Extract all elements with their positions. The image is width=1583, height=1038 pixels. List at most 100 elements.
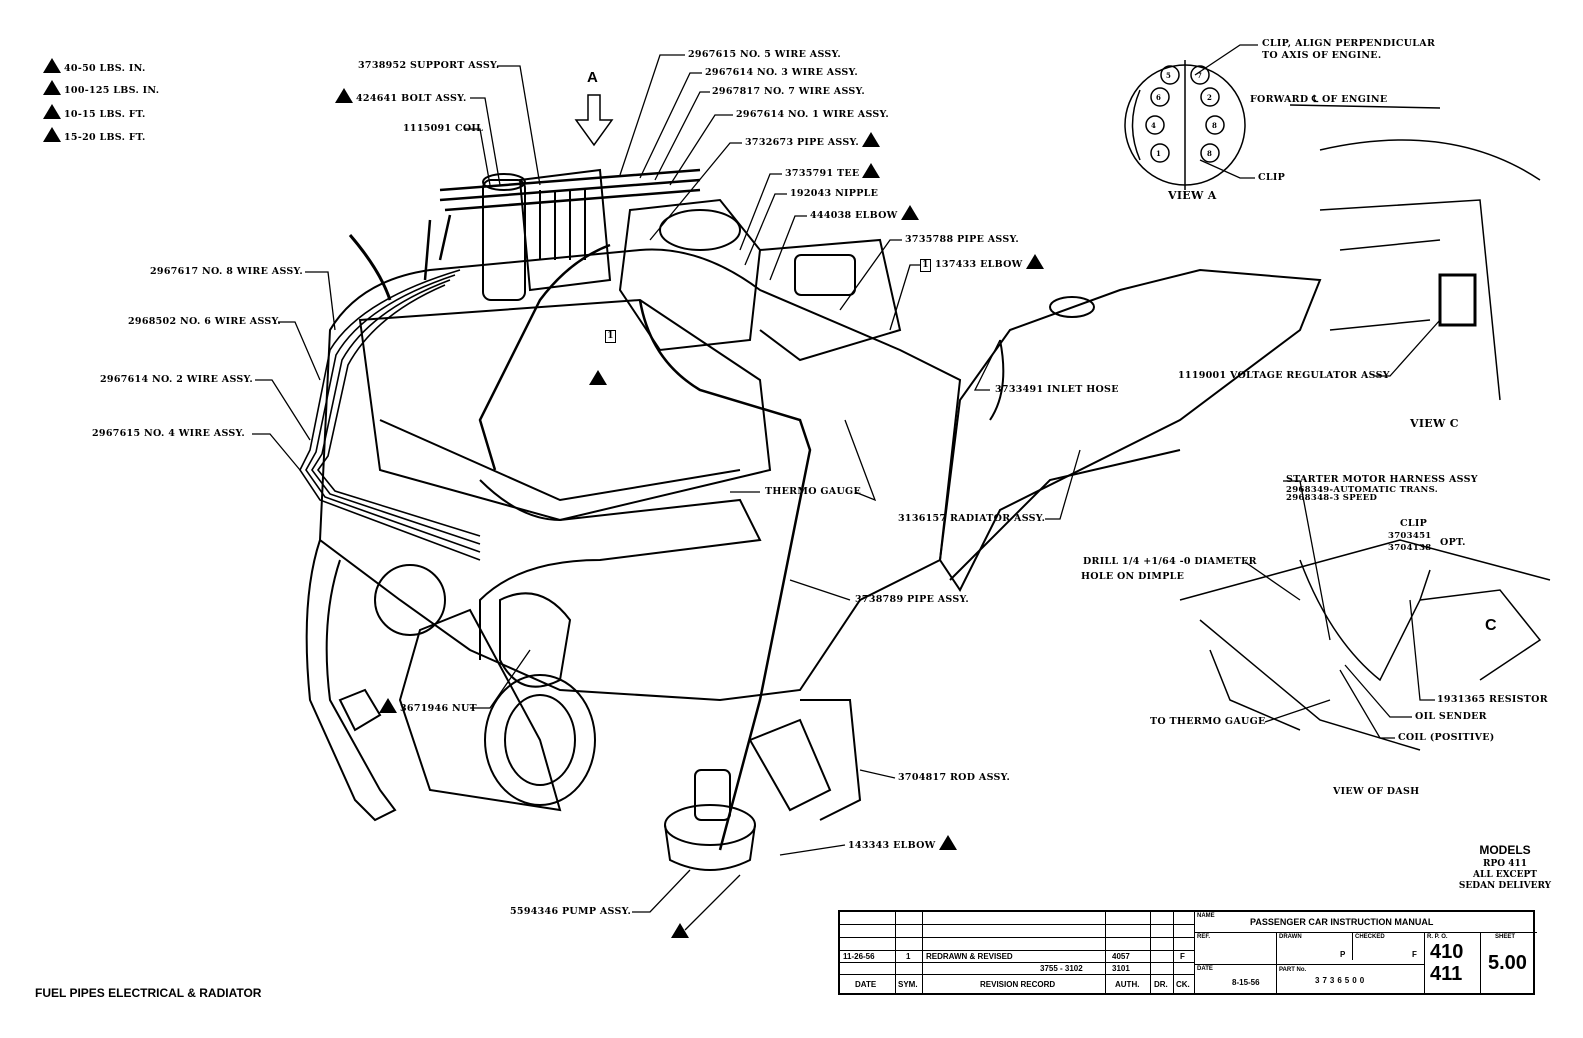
leader-lines: [252, 44, 1441, 931]
torque-warning-icon: [379, 698, 397, 713]
callout-text: 3732673 PIPE ASSY.: [745, 137, 860, 148]
rev-auth: 4057: [1112, 952, 1130, 961]
callout-wire8: 2967617 NO. 8 WIRE ASSY.: [150, 266, 304, 277]
drill-note: HOLE ON DIMPLE: [1081, 571, 1185, 582]
drill-note: DRILL 1/4 +1/64 -0 DIAMETER: [1083, 556, 1257, 567]
torque-marker: [668, 923, 692, 939]
name-label: NAME: [1197, 913, 1215, 919]
rpo-410: 410: [1430, 941, 1464, 963]
cylinder-number: 1: [1156, 149, 1162, 158]
callout-elbow3: 143343 ELBOW: [848, 835, 960, 851]
view-c-detail: [1319, 139, 1541, 401]
torque-warning-icon: [1025, 254, 1044, 269]
view-a-marker: A: [587, 69, 599, 86]
rev-sym: 1: [906, 952, 911, 961]
callout-pump: 5594346 PUMP ASSY.: [510, 906, 632, 917]
sheet-label: SHEET: [1495, 934, 1516, 940]
callout-elbow2: 1 137433 ELBOW: [920, 254, 1047, 272]
callout-wire5: 2967615 NO. 5 WIRE ASSY.: [688, 49, 842, 60]
drawn-label: DRAWN: [1279, 934, 1302, 940]
hdr-auth: AUTH.: [1115, 980, 1140, 989]
cylinder-number: 7: [1197, 71, 1203, 80]
callout-text: 137433 ELBOW: [935, 259, 1023, 270]
rev-ck: F: [1180, 952, 1185, 961]
cylinder-number: 2: [1207, 93, 1213, 102]
fuel-pipe: [478, 243, 812, 851]
checked-value: F: [1412, 950, 1417, 959]
callout-radiator: 3136157 RADIATOR ASSY.: [898, 513, 1046, 524]
part-label: PART No.: [1279, 967, 1307, 973]
callout-rod: 3704817 ROD ASSY.: [898, 772, 1011, 783]
dash-clip: CLIP: [1400, 518, 1428, 529]
torque-warning-icon: [43, 127, 61, 142]
checked-label: CHECKED: [1355, 934, 1385, 940]
torque-legend-item: 100-125 LBS. IN.: [40, 80, 159, 96]
callout-tee: 3735791 TEE: [785, 163, 883, 179]
torque-warning-icon: [43, 104, 61, 119]
torque-warning-icon: [862, 163, 881, 178]
view-c-regulator: 1119001 VOLTAGE REGULATOR ASSY: [1178, 370, 1390, 381]
opt-part: 3703451: [1388, 531, 1432, 541]
sheet-number: 5.00: [1488, 952, 1527, 974]
dash-resistor: 1931365 RESISTOR: [1437, 694, 1548, 705]
radiator: [938, 268, 1322, 592]
hdr-sym: SYM.: [898, 980, 918, 989]
callout-coil: 1115091 COIL: [403, 123, 484, 134]
date-label: DATE: [1197, 966, 1213, 972]
callout-bolt: 424641 BOLT ASSY.: [332, 88, 467, 104]
opt-part: 3704138: [1388, 543, 1432, 553]
torque-warning-icon: [335, 88, 353, 103]
view-a-forward: FORWARD ℄ OF ENGINE: [1250, 94, 1388, 105]
callout-wire3: 2967614 NO. 3 WIRE ASSY.: [705, 67, 859, 78]
models-block: MODELS RPO 411 ALL EXCEPT SEDAN DELIVERY: [1440, 843, 1570, 892]
hdr-ck: CK.: [1176, 980, 1190, 989]
engine-block: [305, 248, 962, 822]
cylinder-number: 6: [1156, 93, 1162, 102]
callout-nut: 3671946 NUT: [376, 698, 477, 714]
models-line: ALL EXCEPT: [1473, 870, 1537, 880]
callout-text: 444038 ELBOW: [810, 210, 898, 221]
view-a-clip: CLIP: [1258, 172, 1286, 183]
torque-warning-icon: [862, 132, 881, 147]
torque-value: 15-20 LBS. FT.: [64, 132, 146, 143]
dash-oil-sender: OIL SENDER: [1415, 711, 1487, 722]
hdr-date: DATE: [855, 980, 877, 989]
cylinder-number: 4: [1151, 121, 1157, 130]
torque-marker: [586, 370, 610, 386]
callout-support: 3738952 SUPPORT ASSY.: [358, 60, 500, 71]
callout-wire6: 2968502 NO. 6 WIRE ASSY.: [128, 316, 282, 327]
cylinder-number: 8: [1207, 149, 1213, 158]
drawing-date: 8-15-56: [1232, 978, 1260, 987]
box-symbol: 1: [920, 259, 931, 272]
torque-legend-item: 10-15 LBS. FT.: [40, 104, 146, 120]
hdr-dr: DR.: [1154, 980, 1168, 989]
title-block: 11-26-56 1 REDRAWN & REVISED 4057 F 3755…: [838, 910, 1537, 995]
callout-text: 3671946 NUT: [400, 703, 477, 714]
spark-wire-bundle: [299, 234, 481, 561]
ref-label: REF.: [1197, 934, 1211, 940]
callout-pipe1: 3732673 PIPE ASSY.: [745, 132, 883, 148]
view-a-clip-note: CLIP, ALIGN PERPENDICULAR: [1262, 38, 1436, 49]
drawn-value: P: [1340, 950, 1346, 959]
part-number: 3736500: [1315, 976, 1368, 985]
models-title: MODELS: [1479, 843, 1531, 857]
callout-wire7: 2967817 NO. 7 WIRE ASSY.: [712, 86, 866, 97]
callout-text: 143343 ELBOW: [848, 840, 936, 851]
opt-label: OPT.: [1440, 537, 1466, 548]
callout-elbow1: 444038 ELBOW: [810, 205, 922, 221]
cylinder-number: 8: [1212, 121, 1218, 130]
torque-warning-icon: [589, 370, 607, 385]
box-symbol: 1: [605, 330, 616, 343]
view-a-arrow: [574, 94, 614, 147]
carburetors: [618, 198, 902, 362]
torque-warning-icon: [900, 205, 919, 220]
box-marker: 1: [605, 330, 620, 343]
distributor-coil: [423, 168, 701, 301]
callout-pipe2: 3735788 PIPE ASSY.: [905, 234, 1020, 245]
torque-value: 10-15 LBS. FT.: [64, 109, 146, 120]
view-c-title: VIEW C: [1410, 417, 1459, 430]
harness-3speed: 2968348-3 SPEED: [1286, 493, 1378, 503]
callout-text: 424641 BOLT ASSY.: [356, 93, 467, 104]
view-c-marker: C: [1485, 617, 1497, 634]
